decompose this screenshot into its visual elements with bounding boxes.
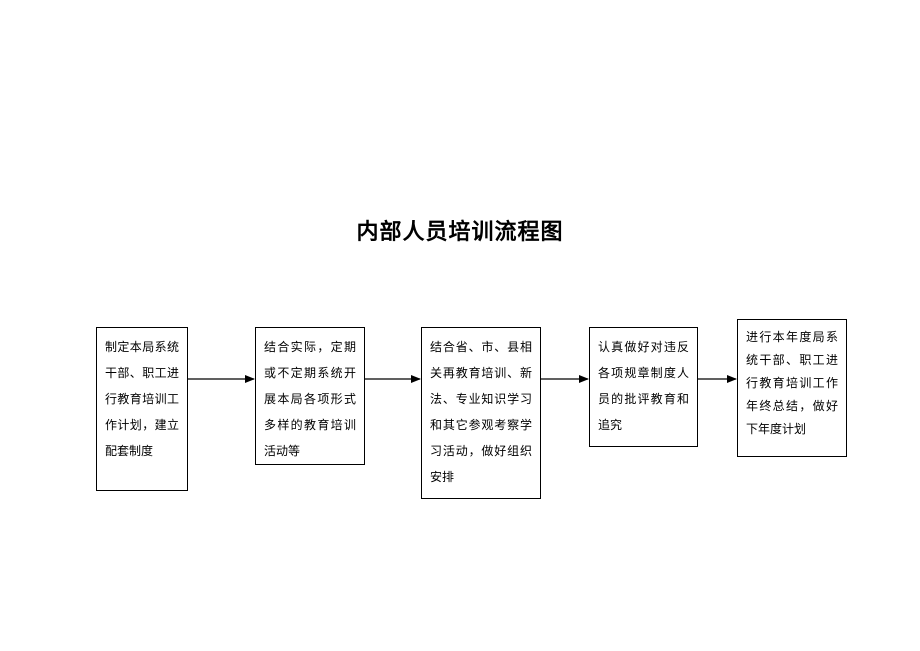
step-2-box: 结合实际，定期或不定期系统开展本局各项形式多样的教育培训活动等 — [255, 327, 365, 465]
step-5-box: 进行本年度局系统干部、职工进行教育培训工作年终总结，做好下年度计划 — [737, 319, 847, 457]
diagram-title: 内部人员培训流程图 — [356, 220, 564, 245]
step-3-box: 结合省、市、县相关再教育培训、新法、专业知识学习和其它参观考察学习活动，做好组织… — [421, 327, 541, 499]
step-4-box: 认真做好对违反各项规章制度人员的批评教育和追究 — [589, 327, 698, 447]
step-1-box: 制定本局系统干部、职工进行教育培训工作计划，建立配套制度 — [96, 327, 188, 491]
